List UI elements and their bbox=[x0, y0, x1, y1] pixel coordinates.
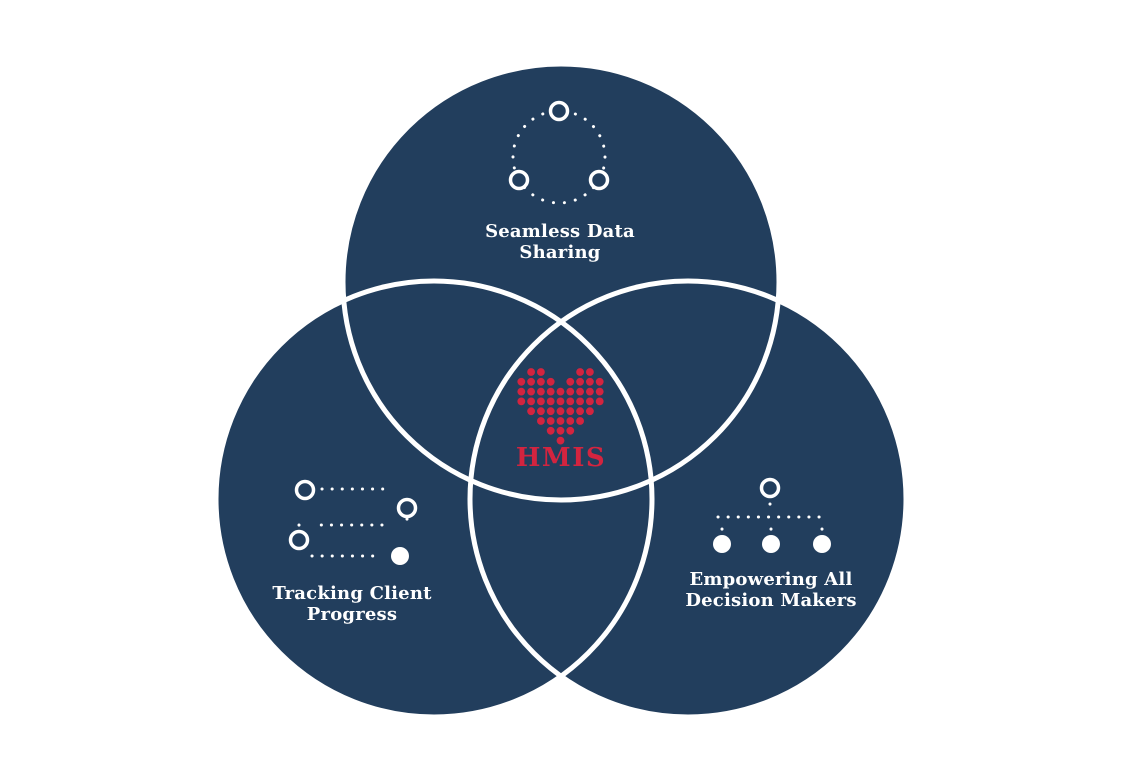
path-mid-circle bbox=[396, 497, 418, 519]
hierarchy-icon bbox=[713, 477, 831, 553]
label-line: Sharing bbox=[519, 242, 601, 263]
label-tracking-client-progress: Tracking Client Progress bbox=[222, 583, 482, 625]
node-circle-top bbox=[548, 100, 570, 122]
heart-dot bbox=[586, 368, 594, 376]
heart-dot bbox=[586, 387, 594, 396]
heart-dot bbox=[576, 377, 584, 386]
heart-dot bbox=[546, 377, 555, 386]
dotted-ring bbox=[511, 109, 607, 205]
label-line: Seamless Data bbox=[485, 221, 635, 242]
heart-dot bbox=[556, 436, 565, 445]
heart-dot bbox=[556, 426, 565, 435]
venn-circle-outlines bbox=[213, 61, 909, 720]
heart-dot bbox=[556, 407, 565, 416]
heart-dot bbox=[566, 426, 575, 435]
heart-dot bbox=[595, 377, 604, 386]
heart-dot bbox=[546, 387, 555, 396]
hmis-label: HMIS bbox=[515, 443, 607, 473]
heart-dot bbox=[566, 387, 575, 396]
heart-dot bbox=[595, 397, 604, 406]
heart-dot bbox=[576, 397, 584, 406]
heart-dot bbox=[537, 407, 545, 416]
heart-dot bbox=[537, 397, 545, 406]
heart-dot bbox=[527, 387, 535, 396]
heart-dot bbox=[556, 387, 565, 396]
heart-dot bbox=[517, 397, 526, 406]
heart-dot bbox=[546, 397, 555, 406]
heart-dot bbox=[566, 417, 575, 425]
label-line: Decision Makers bbox=[685, 590, 857, 611]
heart-dot bbox=[576, 387, 584, 396]
heart-dot bbox=[586, 377, 594, 386]
label-line: Empowering All bbox=[689, 569, 853, 590]
hierarchy-root-circle bbox=[759, 477, 781, 499]
heart-dot bbox=[546, 417, 555, 425]
heart-dot bbox=[527, 407, 535, 416]
heart-dot bbox=[576, 417, 584, 425]
circle-left-outline bbox=[213, 278, 655, 720]
heart-dot bbox=[537, 417, 545, 425]
heart-dot bbox=[566, 397, 575, 406]
network-nodes-icon bbox=[508, 100, 610, 205]
path-turn-circle bbox=[288, 529, 310, 551]
node-circle-left bbox=[508, 169, 530, 191]
heart-dot bbox=[566, 407, 575, 416]
leaf-circle-center bbox=[762, 535, 780, 553]
heart-dot bbox=[576, 407, 584, 416]
leaf-circle-left bbox=[713, 535, 731, 553]
heart-dot bbox=[595, 387, 604, 396]
heart-dot bbox=[566, 377, 575, 386]
heart-dot bbox=[586, 397, 594, 406]
label-line: Progress bbox=[306, 604, 398, 625]
heart-dot bbox=[517, 387, 526, 396]
dotted-heart-icon bbox=[517, 368, 604, 445]
heart-dot bbox=[537, 387, 545, 396]
leaf-circle-right bbox=[813, 535, 831, 553]
heart-dot bbox=[527, 397, 535, 406]
heart-dot bbox=[517, 377, 526, 386]
heart-dot bbox=[527, 368, 535, 376]
heart-dot bbox=[527, 377, 535, 386]
circle-right-outline bbox=[467, 278, 909, 720]
heart-dot bbox=[556, 397, 565, 406]
label-line: Tracking Client bbox=[272, 583, 432, 604]
path-start-circle bbox=[294, 479, 316, 501]
heart-dot bbox=[546, 426, 555, 435]
label-seamless-data-sharing: Seamless Data Sharing bbox=[430, 221, 690, 263]
node-circle-right bbox=[588, 169, 610, 191]
path-end-filled-circle bbox=[391, 547, 409, 565]
label-empowering-decision-makers: Empowering All Decision Makers bbox=[641, 569, 901, 611]
heart-dot bbox=[586, 407, 594, 416]
heart-dot bbox=[546, 407, 555, 416]
heart-dot bbox=[537, 368, 545, 376]
progress-path-icon bbox=[288, 479, 418, 565]
heart-dot bbox=[556, 417, 565, 425]
heart-dot bbox=[537, 377, 545, 386]
heart-dot bbox=[576, 368, 584, 376]
circle-top-outline bbox=[340, 61, 782, 503]
